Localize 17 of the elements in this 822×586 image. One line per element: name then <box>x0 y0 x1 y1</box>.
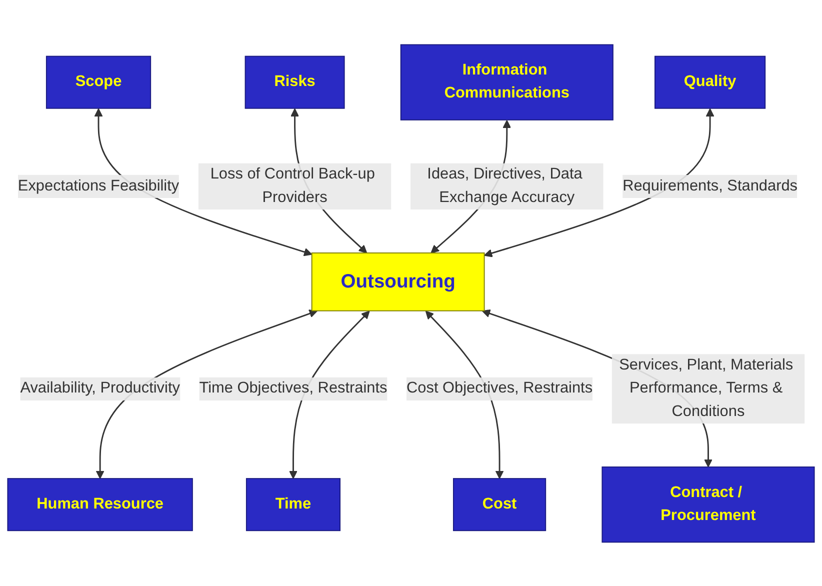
edge-label: Cost Objectives, Restraints <box>406 380 593 396</box>
edge-label: Availability, Productivity <box>20 380 180 396</box>
node-box: Time <box>246 478 340 531</box>
edge-label: Services, Plant, Materials Performance, Terms & Conditions <box>619 356 794 420</box>
node-box: Contract / Procurement <box>602 466 815 542</box>
edge-label: Loss of Control Back-up Providers <box>210 166 375 206</box>
node-box: Quality <box>654 55 766 108</box>
node-box: Human Resource <box>7 478 193 531</box>
node-box: Information Communications <box>400 44 614 120</box>
node-box: Cost <box>452 478 546 531</box>
edge-label: Ideas, Directives, Data Exchange Accuracy <box>427 166 582 206</box>
node-box: Risks <box>244 55 345 108</box>
edge-label: Time Objectives, Restraints <box>199 380 388 396</box>
node-box: Outsourcing <box>311 252 485 311</box>
node-box: Scope <box>46 55 152 108</box>
edge-label: Expectations Feasibility <box>18 177 180 194</box>
edge-label: Requirements, Standards <box>622 177 798 194</box>
